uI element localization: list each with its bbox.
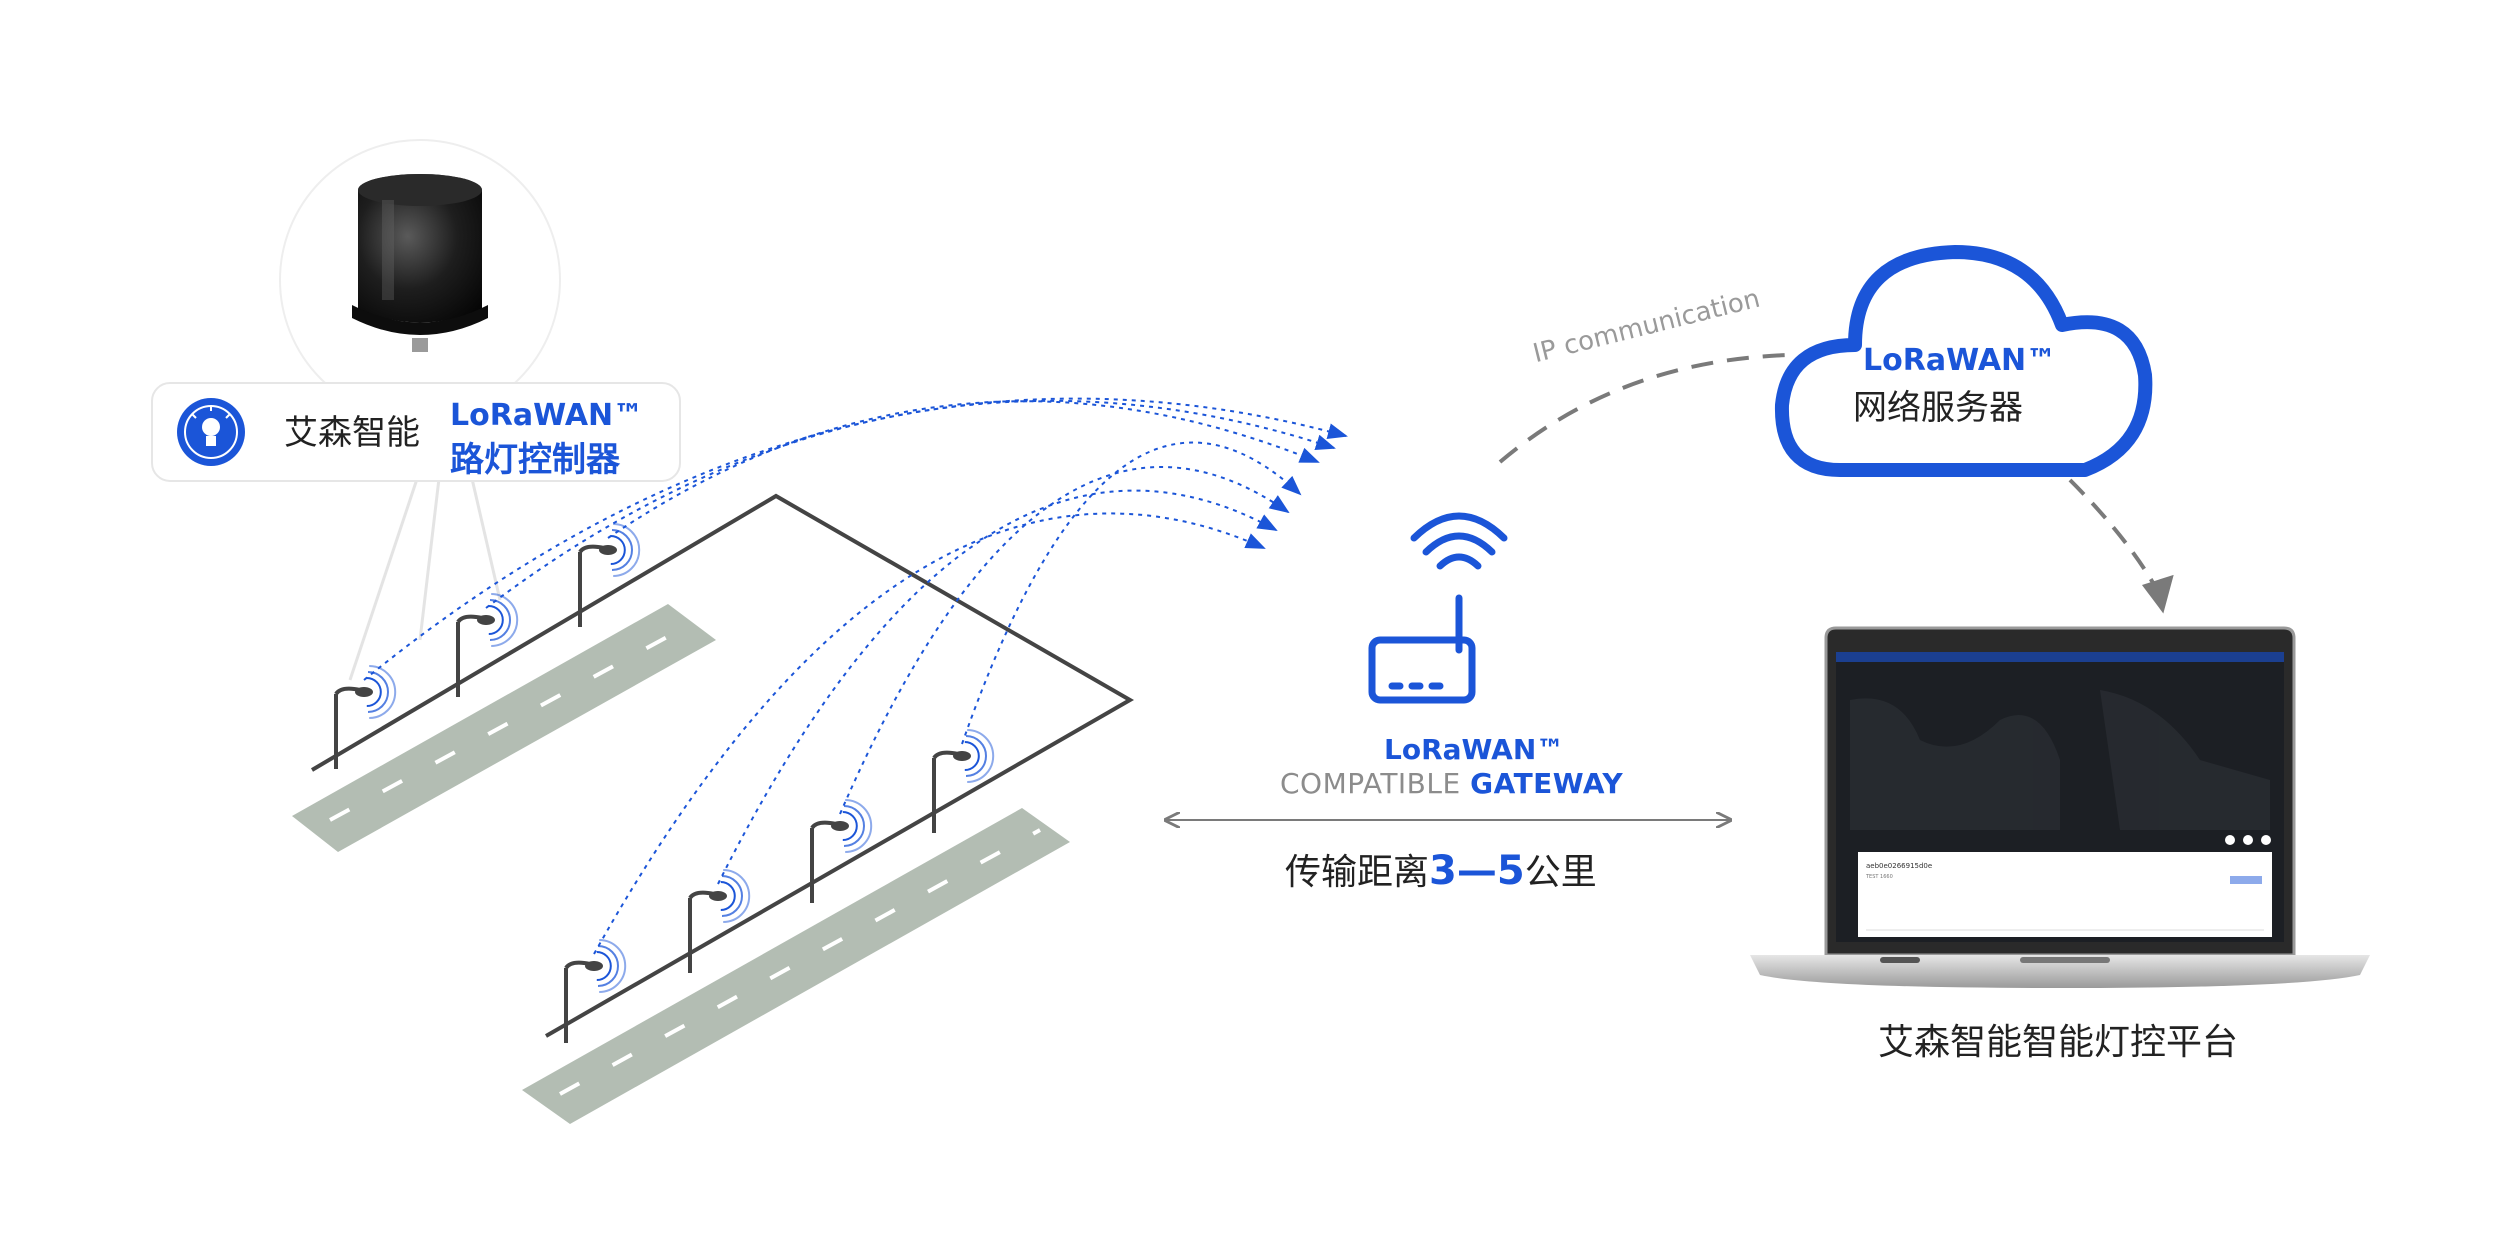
streetlight-icon [932,729,995,833]
street-outline [310,493,1135,1038]
cloud-to-laptop-arrow [2068,478,2162,596]
gateway-type-emphasis: GATEWAY [1470,767,1624,800]
laptop-screen-device-id: aeb0e0266915d0e [1866,862,1932,870]
cloud-server-label: 网络服务器 [1853,388,2023,428]
cloud-to-laptop-arrowhead [2141,574,2174,614]
laptop-screen-sub: TEST 1660 [1865,874,1893,880]
road-lower [522,808,1070,1124]
controller-protocol: LoRaWAN™ [450,398,644,433]
road-upper [292,604,716,852]
cloud-protocol: LoRaWAN™ [1863,343,2057,378]
signal-paths [363,397,1348,955]
laptop-icon: aeb0e0266915d0e TEST 1660 [1750,626,2370,988]
controller-brand: 艾森智能 [284,413,420,453]
distance-unit: 公里 [1524,852,1597,893]
signal-arc [593,512,1266,955]
platform-label: 艾森智能智能灯控平台 [1878,1022,2239,1063]
signal-arc [607,400,1320,539]
controller-device-icon [279,139,561,421]
streetlight-icon [456,593,519,697]
gateway-type: COMPATIBLE GATEWAY [1280,767,1623,800]
cloud-icon [1774,245,2153,477]
distance-prefix: 传输距离 [1285,852,1430,893]
controller-label-box [151,382,681,482]
gateway-protocol: LoRaWAN™ [1384,733,1565,766]
lightbulb-icon [177,398,245,466]
controller-product: 路灯控制器 [450,440,620,480]
signal-arc [485,399,1336,609]
router-icon [1368,636,1476,704]
signal-arc [839,466,1290,815]
signal-arc [717,489,1278,885]
streetlight-icon [810,799,873,903]
gateway-type-prefix: COMPATIBLE [1280,767,1461,800]
distance-label: 传输距离3—5公里 [1285,843,1597,895]
streetlights [334,523,995,1043]
ip-link [1498,353,1791,464]
wifi-icon [1410,512,1508,570]
signal-arc [363,397,1348,681]
streetlight-icon [688,869,751,973]
streetlight-icon [334,665,397,769]
laptop-screen-panel [1858,852,2272,937]
streetlight-icon [564,939,627,1043]
distance-value: 3—5 [1429,848,1525,894]
gateway-icon [1368,512,1508,704]
streetlight-icon [578,523,641,627]
controller-light-rays [348,469,502,681]
